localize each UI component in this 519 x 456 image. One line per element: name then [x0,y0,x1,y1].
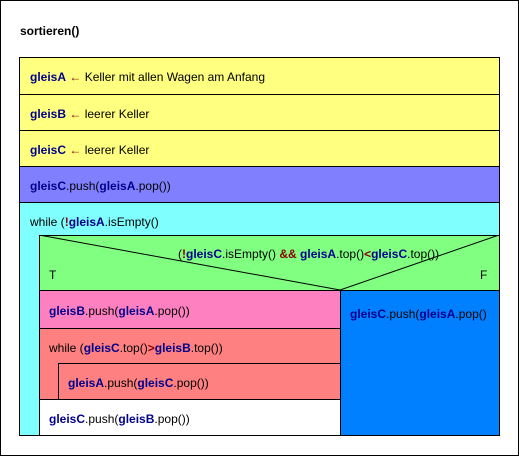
code-text: .push( [386,307,420,321]
var-gleisC: gleisC [83,341,120,355]
var-gleisA: gleisA [68,215,105,229]
inner-push-block: gleisA.push(gleisC.pop()) [58,363,341,400]
assign-gleisA-block: gleisA ← Keller mit allen Wagen am Anfan… [19,57,500,95]
true-push-b-text: gleisB.push(gleisA.pop()) [49,304,190,318]
var-gleisA: gleisA [118,304,155,318]
true-push-b-block: gleisB.push(gleisA.pop()) [39,290,341,329]
false-label: F [480,268,488,282]
var-gleisB: gleisB [49,304,86,318]
code-text: .push( [104,376,138,390]
var-gleisA: gleisA [419,307,456,321]
code-text: while ( [30,215,65,229]
inner-while-header: while (gleisC.top()>gleisB.top()) [49,341,223,355]
code-text: .isEmpty() [104,215,159,229]
while-loop-header: while (!gleisA.isEmpty() [30,215,159,229]
condition-diagonals [39,235,500,291]
assign-gleisC-block: gleisC ← leerer Keller [19,130,500,167]
if-condition-block: (!gleisC.isEmpty() && gleisA.top()<gleis… [39,235,500,291]
var-gleisA: gleisA [99,179,136,193]
assign-arrow-icon: ← [69,107,82,121]
code-text: .push( [66,179,100,193]
code-text: .top()) [190,341,223,355]
var-gleisC: gleisC [49,412,86,426]
inner-push-text: gleisA.push(gleisC.pop()) [68,376,209,390]
assign-gleisB-block: gleisB ← leerer Keller [19,94,500,131]
push-statement-block: gleisC.push(gleisA.pop()) [19,166,500,203]
true-label: T [49,268,57,282]
var-gleisC: gleisC [186,247,223,261]
true-push-c-text: gleisC.push(gleisB.pop()) [49,412,190,426]
assign-gleisA-text: gleisA ← Keller mit allen Wagen am Anfan… [30,70,265,84]
operator: ! [182,247,186,261]
code-text: while ( [49,341,84,355]
var-gleisB: gleisB [30,107,67,121]
var-gleisC: gleisC [371,247,408,261]
code-text: .pop()) [154,412,190,426]
var-gleisC: gleisC [30,143,67,157]
if-condition-text: (!gleisC.isEmpty() && gleisA.top()<gleis… [178,247,439,261]
code-text: .push( [85,412,119,426]
false-branch-block: gleisC.push(gleisA.pop() [340,290,500,436]
push-statement-text: gleisC.push(gleisA.pop()) [30,179,171,193]
code-text: .pop()) [173,376,209,390]
assign-arrow-icon: ← [69,143,82,157]
var-gleisC: gleisC [30,179,67,193]
assign-gleisB-text: gleisB ← leerer Keller [30,107,149,121]
var-gleisB: gleisB [118,412,155,426]
true-push-c-block: gleisC.push(gleisB.pop()) [39,399,341,436]
operator: < [364,247,372,261]
operator: > [147,341,155,355]
var-gleisA: gleisA [30,70,67,84]
assign-value: leerer Keller [81,107,150,121]
code-text: .top() [336,247,365,261]
operator: ! [64,215,69,229]
assign-value: leerer Keller [81,143,150,157]
diagram-title: sortieren() [20,24,80,38]
var-gleisC: gleisC [137,376,174,390]
var-gleisA: gleisA [68,376,105,390]
code-text: .isEmpty() [222,247,280,261]
assign-value: Keller mit allen Wagen am Anfang [81,70,266,84]
code-text: ( [178,247,182,261]
code-text: .push( [85,304,119,318]
operator: && [279,247,297,261]
code-text: .pop() [455,307,487,321]
code-text: .pop()) [154,304,190,318]
var-gleisC: gleisC [350,307,387,321]
false-branch-text: gleisC.push(gleisA.pop() [350,307,487,321]
code-text: .top()) [407,247,440,261]
code-text: .top() [119,341,148,355]
var-gleisB: gleisB [154,341,191,355]
code-text: .pop()) [135,179,171,193]
assign-arrow-icon: ← [69,70,82,84]
var-gleisA: gleisA [300,247,337,261]
assign-gleisC-text: gleisC ← leerer Keller [30,143,149,157]
